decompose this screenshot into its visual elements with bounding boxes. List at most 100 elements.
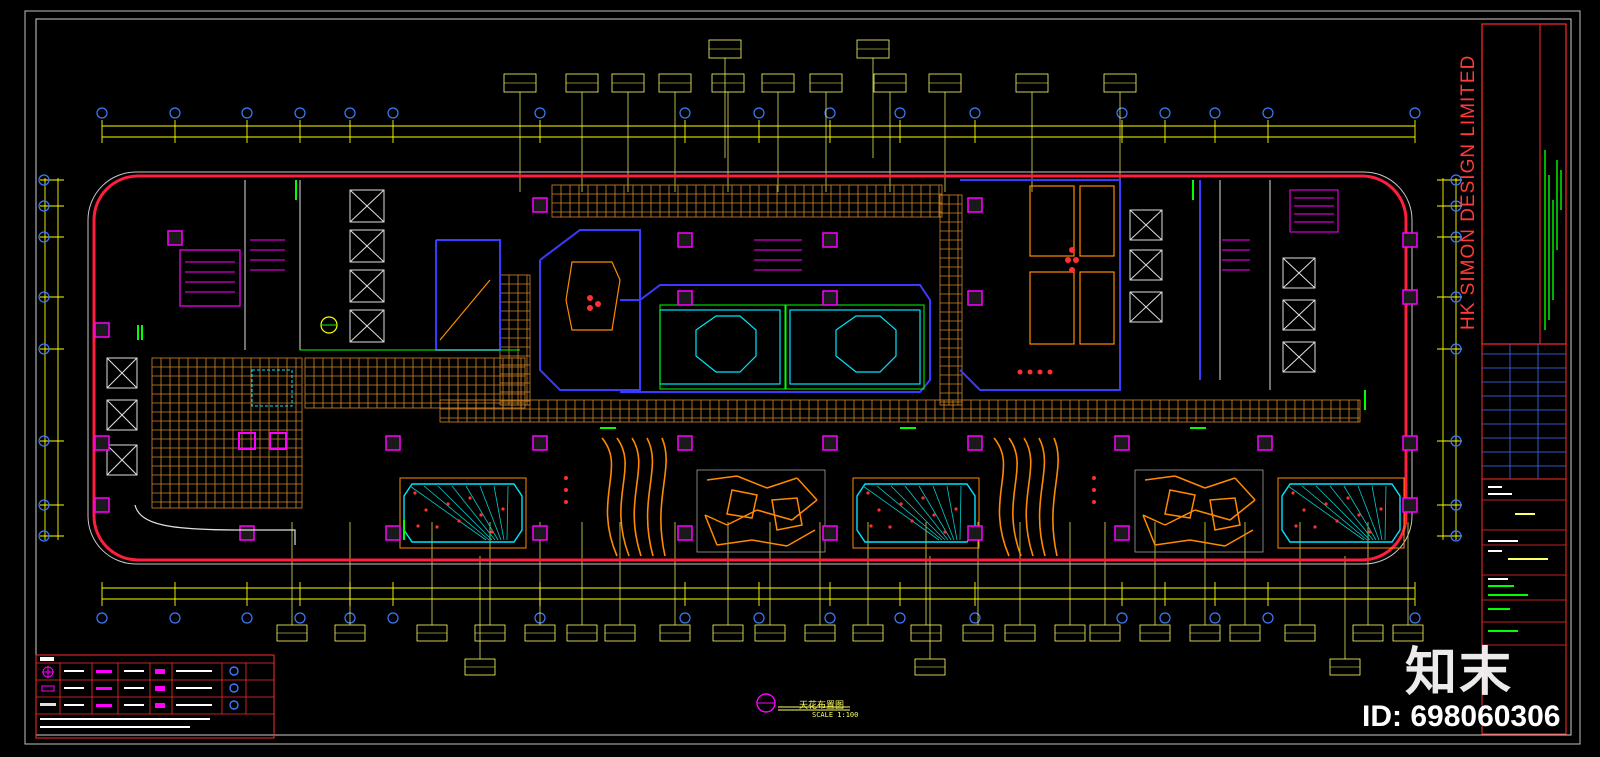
axis-bubble [1450, 343, 1462, 355]
axis-bubble [824, 612, 836, 624]
structural-column [1402, 435, 1418, 451]
structural-column [822, 525, 838, 541]
axis-bubble [38, 530, 50, 542]
axis-bubble [1450, 231, 1462, 243]
axis-bubble [894, 107, 906, 119]
ceiling-grid-right-band [939, 194, 963, 406]
axis-bubble [679, 612, 691, 624]
axis-bubble [753, 612, 765, 624]
axis-bubble [1450, 530, 1462, 542]
axis-bubble [241, 612, 253, 624]
axis-bubble [1409, 612, 1421, 624]
wave-ceiling-panel [993, 437, 1059, 557]
material-tags [276, 39, 1424, 676]
firm-name: HK SIMON DESIGN LIMITED [1458, 54, 1479, 330]
axis-bubble [894, 612, 906, 624]
structural-column [677, 435, 693, 451]
structural-column [239, 525, 255, 541]
structural-column [677, 232, 693, 248]
watermark-id: ID: 698060306 [1362, 700, 1561, 733]
axis-bubble [969, 612, 981, 624]
axis-bubble [294, 612, 306, 624]
axis-bubble [1116, 612, 1128, 624]
axis-bubble [96, 612, 108, 624]
structural-column [167, 230, 183, 246]
polygon-ceiling-panel [1134, 469, 1264, 553]
sheet-title-text: 天花布置图 [799, 701, 845, 711]
lattice-ceiling-panel [852, 477, 980, 549]
structural-column [1402, 497, 1418, 513]
structural-column [94, 435, 110, 451]
axis-bubble [1450, 435, 1462, 447]
axis-bubble [294, 107, 306, 119]
axis-bubble [969, 107, 981, 119]
axis-bubble [387, 107, 399, 119]
lattice-ceiling-panel [1277, 477, 1405, 549]
structural-column [1114, 435, 1130, 451]
axis-bubble [1450, 499, 1462, 511]
axis-bubble [169, 107, 181, 119]
structural-column [967, 197, 983, 213]
axis-bubble [1159, 612, 1171, 624]
lattice-ceiling-panel [399, 477, 527, 549]
structural-column [1114, 525, 1130, 541]
axis-bubble [1209, 612, 1221, 624]
structural-column [1257, 435, 1273, 451]
axis-bubble [1209, 107, 1221, 119]
axis-bubble [387, 612, 399, 624]
structural-column [967, 290, 983, 306]
structural-column [94, 497, 110, 513]
structural-column [822, 232, 838, 248]
axis-bubble [169, 612, 181, 624]
polygon-ceiling-panel [696, 469, 826, 553]
structural-column [1402, 289, 1418, 305]
axis-bubble [534, 107, 546, 119]
axis-bubble [1450, 291, 1462, 303]
ceiling-grid-corridor [439, 399, 1361, 423]
structural-column [677, 290, 693, 306]
structural-column [532, 525, 548, 541]
structural-column [677, 525, 693, 541]
structural-column [385, 525, 401, 541]
sheet-outer-border [24, 10, 1581, 745]
axis-bubble [38, 174, 50, 186]
structural-column [1402, 232, 1418, 248]
sheet-inner-border [35, 18, 1572, 736]
axis-bubble [38, 200, 50, 212]
axis-bubble [344, 107, 356, 119]
structural-column [967, 525, 983, 541]
axis-bubble [679, 107, 691, 119]
building-outline [87, 171, 1413, 565]
axis-bubble [1450, 200, 1462, 212]
axis-bubble [38, 231, 50, 243]
axis-bubble [1262, 612, 1274, 624]
structural-column [385, 435, 401, 451]
axis-bubble [824, 107, 836, 119]
axis-bubble [241, 107, 253, 119]
axis-bubble [1159, 107, 1171, 119]
wave-ceiling-panel [601, 437, 667, 557]
sheet-title [756, 693, 850, 713]
structural-column [94, 322, 110, 338]
axis-bubble [1409, 107, 1421, 119]
axis-bubble [753, 107, 765, 119]
axis-bubble [1262, 107, 1274, 119]
axis-bubble [96, 107, 108, 119]
axis-bubble [38, 499, 50, 511]
ceiling-grid-areas [151, 184, 1361, 509]
axis-bubble [38, 435, 50, 447]
room-details [94, 179, 1418, 557]
title-block [1481, 23, 1567, 735]
structural-column [822, 290, 838, 306]
ceiling-grid-lobby [304, 357, 526, 409]
watermark-logo: 知末 [1405, 643, 1514, 703]
scale-label: SCALE 1:100 [812, 711, 859, 719]
axis-bubble [38, 291, 50, 303]
structural-column [967, 435, 983, 451]
structural-column [532, 435, 548, 451]
axis-bubble [38, 343, 50, 355]
ceiling-grid-top-band [551, 184, 943, 218]
axis-bubble [1450, 174, 1462, 186]
structural-column [822, 435, 838, 451]
